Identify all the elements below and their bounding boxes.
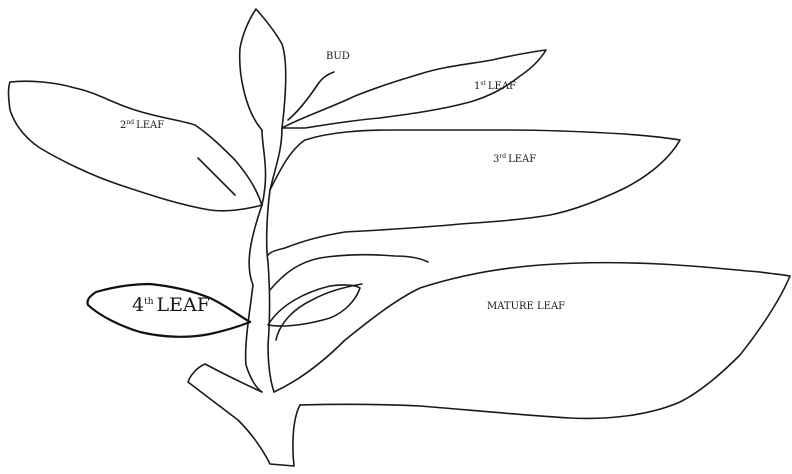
second-leaf-label: 2ndLEAF	[120, 119, 164, 131]
first-leaf-inner-edge	[288, 72, 334, 120]
second-leaf-stalk	[198, 158, 235, 195]
fourth-leaf-label-number: 4	[132, 294, 144, 316]
stem-right-edge	[267, 128, 282, 392]
mature-leaf-inner-curve	[276, 284, 362, 340]
fourth-leaf-label-suffix: th	[144, 297, 154, 307]
second-leaf-outline	[9, 81, 263, 211]
first-leaf-label-text: LEAF	[488, 81, 516, 92]
mature-leaf-label: MATURE LEAF	[487, 301, 565, 312]
second-leaf-label-text: LEAF	[136, 120, 164, 131]
first-leaf-label: 1stLEAF	[474, 80, 516, 92]
fourth-leaf-label-text: LEAF	[157, 294, 210, 316]
stem-base	[188, 364, 300, 466]
third-leaf-label-suffix: rd	[499, 153, 506, 160]
second-leaf-label-suffix: nd	[126, 119, 134, 126]
third-leaf-label-text: LEAF	[508, 154, 536, 165]
bud-outline	[240, 9, 286, 130]
bud-label: BUD	[326, 51, 350, 62]
third-leaf-outline	[268, 130, 680, 255]
third-leaf-label: 3rdLEAF	[493, 153, 536, 165]
stem-left-edge	[246, 130, 266, 392]
first-leaf-label-suffix: st	[480, 80, 486, 87]
fourth-leaf-label: 4thLEAF	[132, 294, 210, 316]
axil-bud-outline	[268, 285, 360, 326]
